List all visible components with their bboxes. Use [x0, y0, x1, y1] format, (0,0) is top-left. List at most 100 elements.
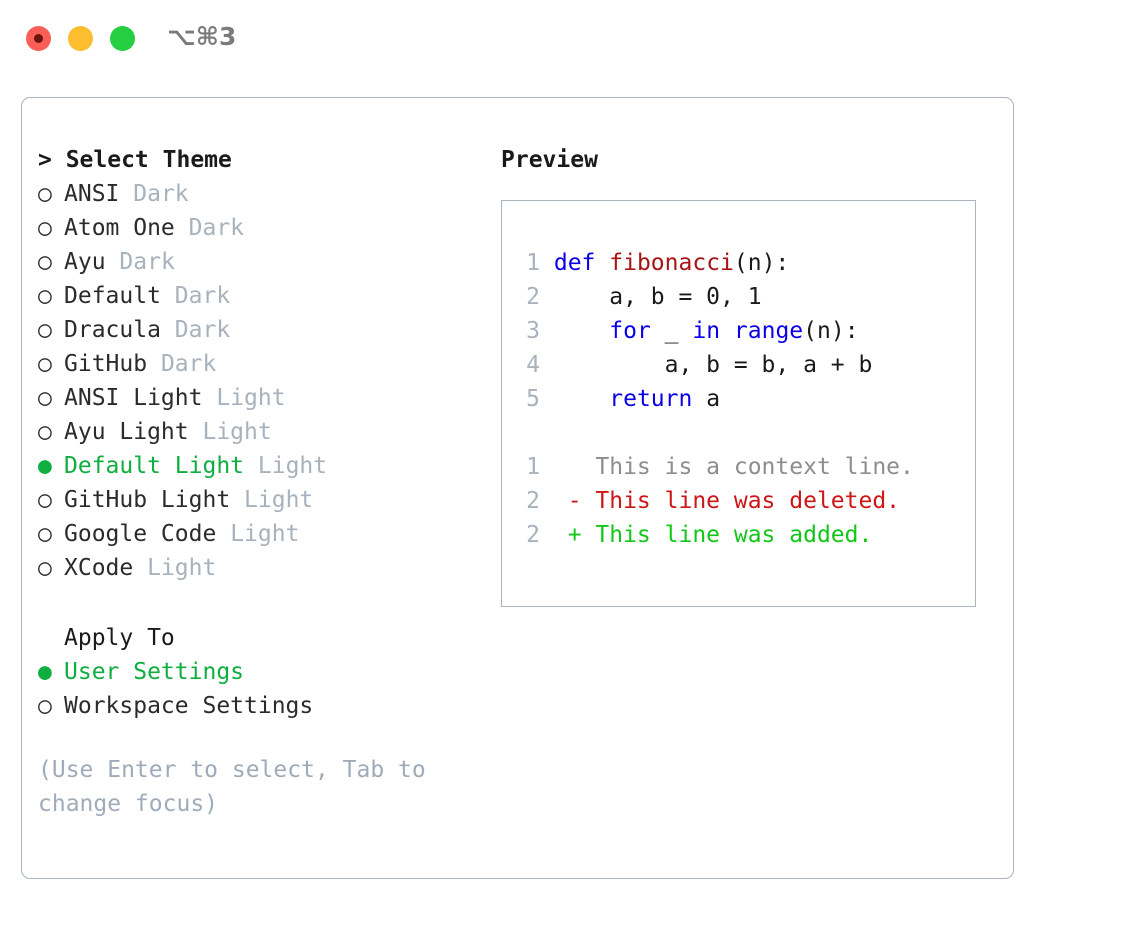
theme-option-default-light[interactable]: ● Default Light Light — [38, 449, 498, 483]
radio-unselected-icon: ○ — [38, 555, 52, 581]
diff-line-text: This is a context line. — [540, 454, 914, 480]
theme-option-variant: Dark — [119, 249, 175, 275]
diff-line: 1 This is a context line. — [514, 450, 969, 484]
code-token: fibonacci — [609, 250, 734, 276]
radio-unselected-icon: ○ — [38, 351, 52, 377]
theme-option-default[interactable]: ○Default Dark — [38, 279, 498, 313]
theme-option-label: Default Light — [64, 453, 245, 479]
keyboard-hint-text: (Use Enter to select, Tab to change focu… — [38, 757, 440, 817]
apply-to-option-label: Workspace Settings — [64, 693, 314, 719]
diff-sample-block: 1 This is a context line.2 - This line w… — [514, 450, 969, 552]
theme-option-variant: Light — [202, 419, 272, 445]
theme-option-variant: Light — [257, 453, 328, 479]
theme-option-google-code[interactable]: ○ Google Code Light — [38, 517, 498, 551]
theme-option-label: ANSI — [64, 181, 120, 207]
keyboard-shortcut-label: ⌥⌘3 — [167, 22, 237, 51]
theme-option-label: GitHub — [64, 351, 148, 377]
radio-unselected-icon: ○ — [38, 181, 52, 207]
theme-option-ansi[interactable]: ○ ANSI Dark — [38, 177, 498, 211]
theme-option-label: Ayu — [64, 249, 106, 275]
theme-option-ansi-light[interactable]: ○ANSI Light Light — [38, 381, 498, 415]
theme-option-ayu-light[interactable]: ○Ayu Light Light — [38, 415, 498, 449]
theme-option-label: Atom One — [64, 215, 175, 241]
code-token: a — [692, 386, 721, 412]
code-line-text: for _ in range(n): — [540, 318, 859, 344]
theme-option-ayu[interactable]: ○ Ayu Dark — [38, 245, 498, 279]
traffic-light-buttons — [26, 26, 135, 51]
code-line: 3 for _ in range(n): — [514, 314, 969, 348]
theme-list[interactable]: ○ANSI Dark○Atom One Dark○Ayu Dark○Defaul… — [38, 177, 498, 585]
theme-option-label: Google Code — [64, 521, 217, 547]
theme-option-label: Dracula — [64, 317, 161, 343]
code-token — [720, 318, 734, 344]
theme-option-variant: Light — [244, 487, 314, 513]
code-token: (n): — [733, 250, 790, 276]
radio-unselected-icon: ○ — [38, 521, 52, 547]
diff-line: 2 - This line was deleted. — [514, 484, 969, 518]
diff-line-number: 2 — [526, 522, 540, 548]
minimize-button[interactable] — [68, 26, 93, 51]
radio-selected-icon: ● — [38, 453, 52, 479]
code-token: return — [609, 386, 693, 412]
theme-option-variant: Dark — [174, 283, 231, 309]
code-token: range — [733, 318, 804, 344]
theme-option-variant: Light — [230, 521, 300, 547]
code-token: _ — [650, 318, 693, 344]
close-button[interactable] — [26, 26, 51, 51]
code-line: 2 a, b = 0, 1 — [514, 280, 969, 314]
apply-to-header: Apply To — [64, 625, 175, 651]
code-diff-gap — [514, 416, 969, 450]
diff-line-text: + This line was added. — [540, 522, 873, 548]
code-token: (n): — [803, 318, 859, 344]
radio-unselected-icon: ○ — [38, 385, 52, 411]
list-spacer — [38, 585, 498, 621]
code-line: 5 return a — [514, 382, 969, 416]
code-line: 4 a, b = b, a + b — [514, 348, 969, 382]
radio-unselected-icon: ○ — [38, 419, 52, 445]
theme-option-dracula[interactable]: ○Dracula Dark — [38, 313, 498, 347]
apply-to-list[interactable]: ●User Settings○Workspace Settings — [38, 655, 498, 723]
code-line-number: 4 — [526, 352, 540, 378]
code-line-number: 3 — [526, 318, 540, 344]
diff-line: 2 + This line was added. — [514, 518, 969, 552]
code-line-number: 2 — [526, 284, 540, 310]
apply-to-option-label: User Settings — [64, 659, 245, 685]
theme-option-atom-one[interactable]: ○ Atom One Dark — [38, 211, 498, 245]
code-token: a, b = b, a + b — [664, 352, 873, 378]
diff-line-number: 1 — [526, 454, 540, 480]
theme-option-xcode[interactable]: ○XCode Light — [38, 551, 498, 585]
theme-option-variant: Dark — [160, 351, 217, 377]
radio-unselected-icon: ○ — [38, 487, 52, 513]
apply-to-option-user-settings[interactable]: ●User Settings — [38, 655, 498, 689]
preview-title: Preview — [501, 147, 598, 173]
radio-unselected-icon: ○ — [38, 249, 52, 275]
theme-option-variant: Dark — [133, 181, 189, 207]
apply-to-option-workspace-settings[interactable]: ○Workspace Settings — [38, 689, 498, 723]
code-line: 1 def fibonacci(n): — [514, 246, 969, 280]
code-line-text: a, b = b, a + b — [540, 352, 873, 378]
diff-line-number: 2 — [526, 488, 540, 514]
code-line-text: def fibonacci(n): — [540, 250, 789, 276]
theme-option-label: GitHub Light — [64, 487, 231, 513]
code-token: a, b = 0, 1 — [609, 284, 762, 310]
radio-unselected-icon: ○ — [38, 215, 52, 241]
zoom-button[interactable] — [110, 26, 135, 51]
code-token: for — [609, 318, 651, 344]
theme-option-github[interactable]: ○ GitHub Dark — [38, 347, 498, 381]
preview-column: Preview 1 def fibonacci(n):2 a, b = 0, 1… — [501, 143, 1001, 607]
main-panel: > Select Theme ○ANSI Dark○Atom One Dark○… — [21, 97, 1014, 879]
theme-option-label: Default — [64, 283, 161, 309]
hint-spacer — [38, 723, 498, 753]
theme-option-github-light[interactable]: ○ GitHub Light Light — [38, 483, 498, 517]
code-line-text: return a — [540, 386, 720, 412]
theme-option-variant: Dark — [188, 215, 245, 241]
title-bar: ⌥⌘3 — [0, 0, 1140, 78]
theme-option-variant: Dark — [174, 317, 231, 343]
theme-option-label: ANSI Light — [64, 385, 203, 411]
code-line-number: 1 — [526, 250, 540, 276]
code-token — [595, 250, 609, 276]
